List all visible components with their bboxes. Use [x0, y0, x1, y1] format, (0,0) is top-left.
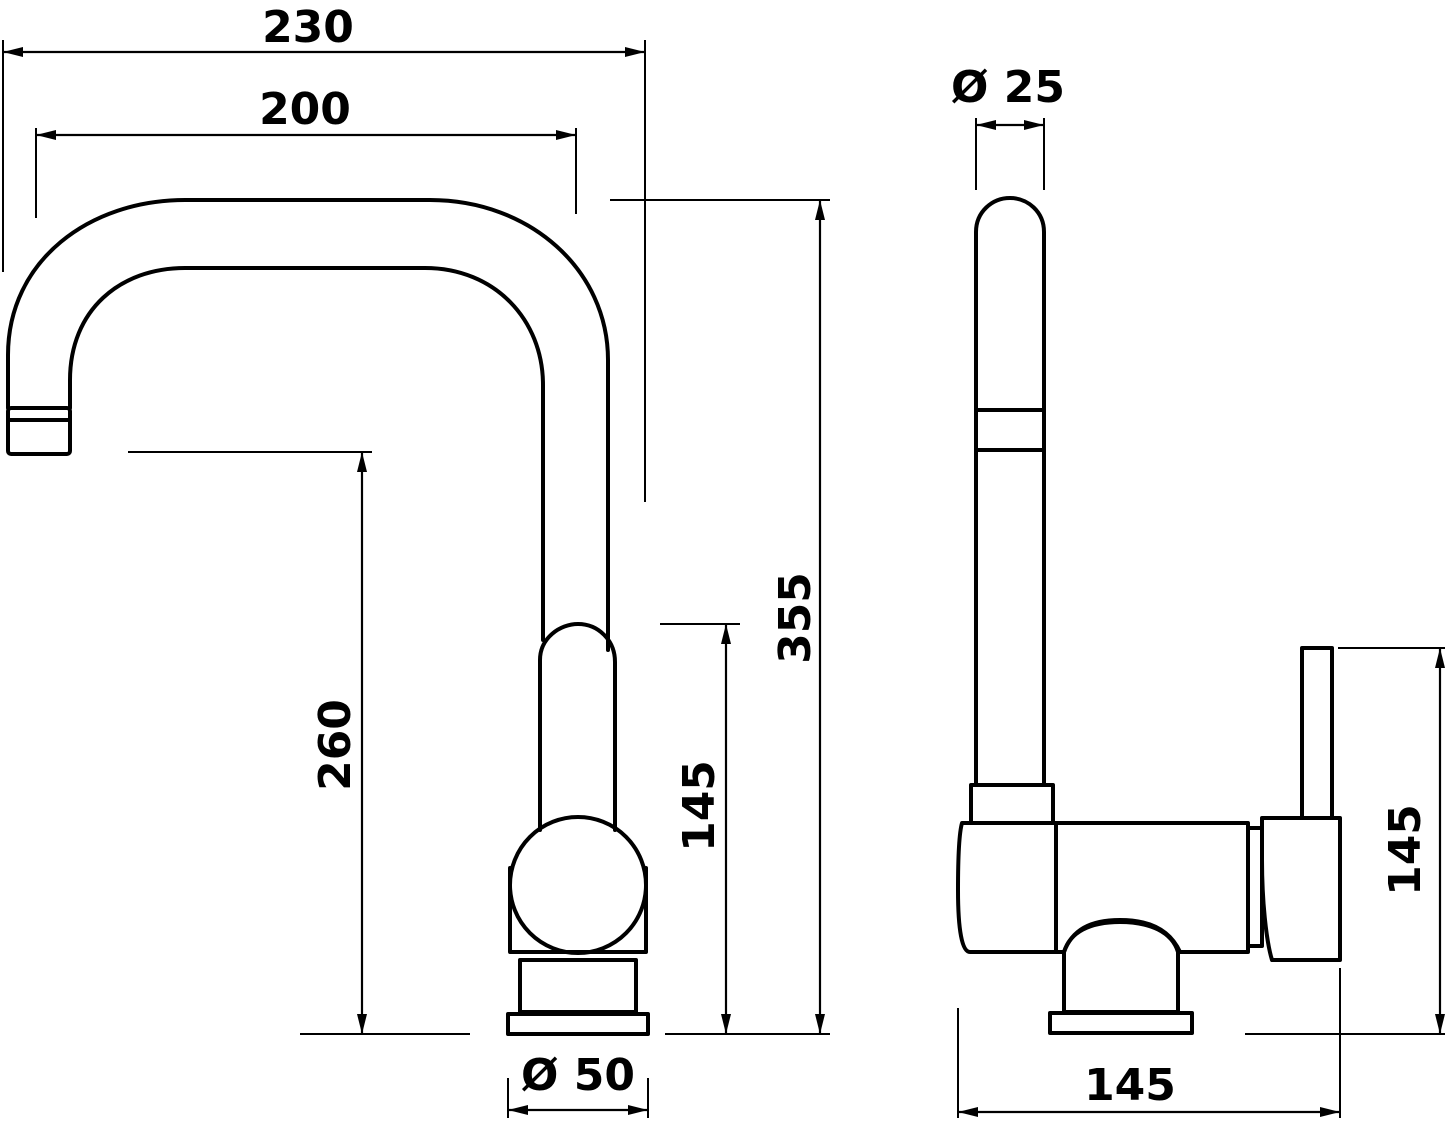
side-dimension-lines — [958, 120, 1445, 1117]
side-body — [956, 821, 1250, 954]
side-hub — [1062, 920, 1180, 1014]
dim-label-145-lever: 145 — [1380, 804, 1431, 896]
front-view — [6, 198, 650, 1036]
front-base-collar — [518, 958, 638, 1014]
front-dimension-lines — [3, 47, 825, 1115]
dim-label-355: 355 — [770, 572, 821, 664]
side-lever-handle — [1300, 646, 1334, 820]
dim-label-25: Ø 25 — [951, 62, 1065, 113]
side-spout-tube — [974, 196, 1046, 787]
dim-label-200: 200 — [259, 84, 351, 135]
side-extension-lines — [957, 118, 1445, 1118]
dim-label-145-front: 145 — [674, 760, 725, 852]
front-spout-inner — [68, 266, 545, 642]
dim-label-230: 230 — [262, 2, 354, 53]
front-cartridge — [508, 815, 648, 955]
front-body-block — [508, 866, 648, 954]
side-lever-connector — [1246, 826, 1264, 948]
side-lever-housing — [1260, 816, 1342, 962]
dim-label-50: Ø 50 — [521, 1050, 635, 1101]
front-aerator — [6, 406, 72, 456]
dim-label-260: 260 — [310, 699, 361, 791]
front-extension-lines — [2, 40, 830, 1118]
side-base-plate — [1048, 1011, 1194, 1035]
front-spout-outline — [6, 198, 610, 652]
front-lever-body — [538, 622, 617, 832]
dim-label-145-side: 145 — [1084, 1060, 1176, 1111]
side-spout-collar — [969, 783, 1055, 825]
side-view — [956, 196, 1342, 1035]
front-base-plate — [506, 1012, 650, 1036]
